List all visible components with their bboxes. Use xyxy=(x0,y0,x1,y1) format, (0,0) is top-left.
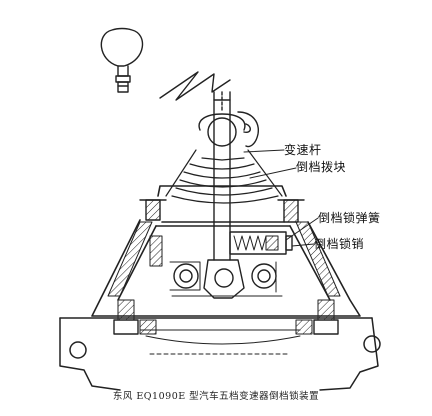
label-reverse-lock-pin: 倒档锁销 xyxy=(314,237,365,251)
bolt-left xyxy=(113,299,139,335)
housing-section xyxy=(107,221,341,297)
shift-rails xyxy=(169,259,283,299)
shift-lever-shaft xyxy=(198,91,259,223)
cover-bolt-right xyxy=(277,199,305,223)
cover-bolt-left xyxy=(139,199,167,221)
label-shift-lever: 变速杆 xyxy=(284,143,322,157)
break-line xyxy=(159,71,231,101)
leader-lines xyxy=(243,149,319,247)
bolt-right xyxy=(313,299,339,335)
shift-knob xyxy=(100,27,144,93)
label-reverse-lock-spring: 倒档锁弹簧 xyxy=(318,211,381,225)
figure-caption: 东风 EQ1090E 型汽车五档变速器倒档锁装置 xyxy=(112,391,320,402)
transmission-case xyxy=(59,317,381,391)
label-reverse-shift-block: 倒档拨块 xyxy=(296,160,347,174)
reverse-lock-assembly xyxy=(213,221,293,261)
rubber-boot xyxy=(165,149,283,204)
